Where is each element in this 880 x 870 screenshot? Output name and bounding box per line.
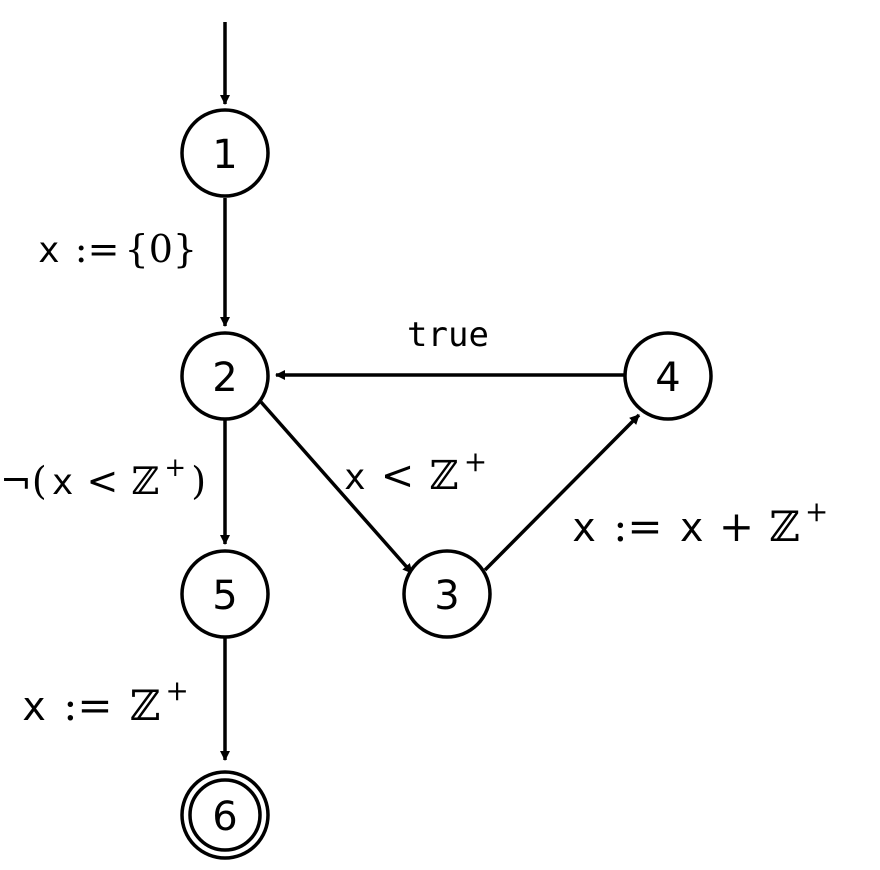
node-1: 1 [180,108,270,198]
edge-4-2-label: true [407,315,489,355]
node-1-label: 1 [212,132,237,178]
node-4-circle [623,331,713,421]
node-5-circle [180,549,270,639]
node-5-label: 5 [212,573,237,619]
node-6-label: 6 [212,794,237,840]
nodes: 1 2 3 4 5 6 [180,108,713,860]
edge-5-6-var: x [22,684,46,730]
node-1-circle [180,108,270,198]
node-3: 3 [402,549,492,639]
edge-5-6-op: := [63,681,112,730]
edge-2-5-var: x [52,462,74,503]
edge-3-4-op2: + [719,502,754,551]
edge-2-5-op: < [87,459,119,503]
node-5: 5 [180,549,270,639]
edge-1-2-label: x := {0} [38,227,197,271]
edge-labels: x := {0} true x < ℤ + x := x + ℤ + ¬( x … [0,227,828,730]
edge-1-2-value: {0} [125,227,198,271]
edge-5-6-sup: + [165,674,188,707]
edge-3-4-sup: + [805,495,828,528]
edge-5-6-label: x := ℤ + [22,674,189,730]
node-6: 6 [180,770,270,860]
node-3-circle [402,549,492,639]
edge-2-3-label: x < ℤ + [344,445,487,499]
edge-3-4-value: ℤ [769,502,800,551]
edge-2-5-neg: ¬( [0,459,47,503]
edges [220,22,641,761]
edge-2-3-sup: + [464,445,487,478]
edge-2-5-sup: + [164,453,186,483]
edge-1-2-op: := [75,227,120,271]
edge-3-4-op: := [613,502,662,551]
edge-3-4-var2: x [680,505,704,551]
edge-2-5-close: ) [191,459,206,503]
edge-3-4-label: x := x + ℤ + [572,495,828,551]
node-3-label: 3 [434,573,459,619]
node-2-circle [180,331,270,421]
edge-3-4-var: x [572,505,596,551]
edge-1-2-var: x [38,230,60,271]
edge-3-4 [483,413,641,572]
edge-2-3 [259,400,414,575]
node-6-inner-circle [188,778,262,852]
edge-2-5-label: ¬( x < ℤ + ) [0,453,206,503]
edge-2-5-value: ℤ [131,459,159,503]
edge-2-3-value: ℤ [429,453,458,499]
edge-2-3-var: x [344,457,366,498]
node-4: 4 [623,331,713,421]
node-2-label: 2 [212,355,237,401]
node-4-label: 4 [655,355,680,401]
edge-2-3-op: < [381,453,415,499]
node-2: 2 [180,331,270,421]
edge-5-6-value: ℤ [130,681,161,730]
